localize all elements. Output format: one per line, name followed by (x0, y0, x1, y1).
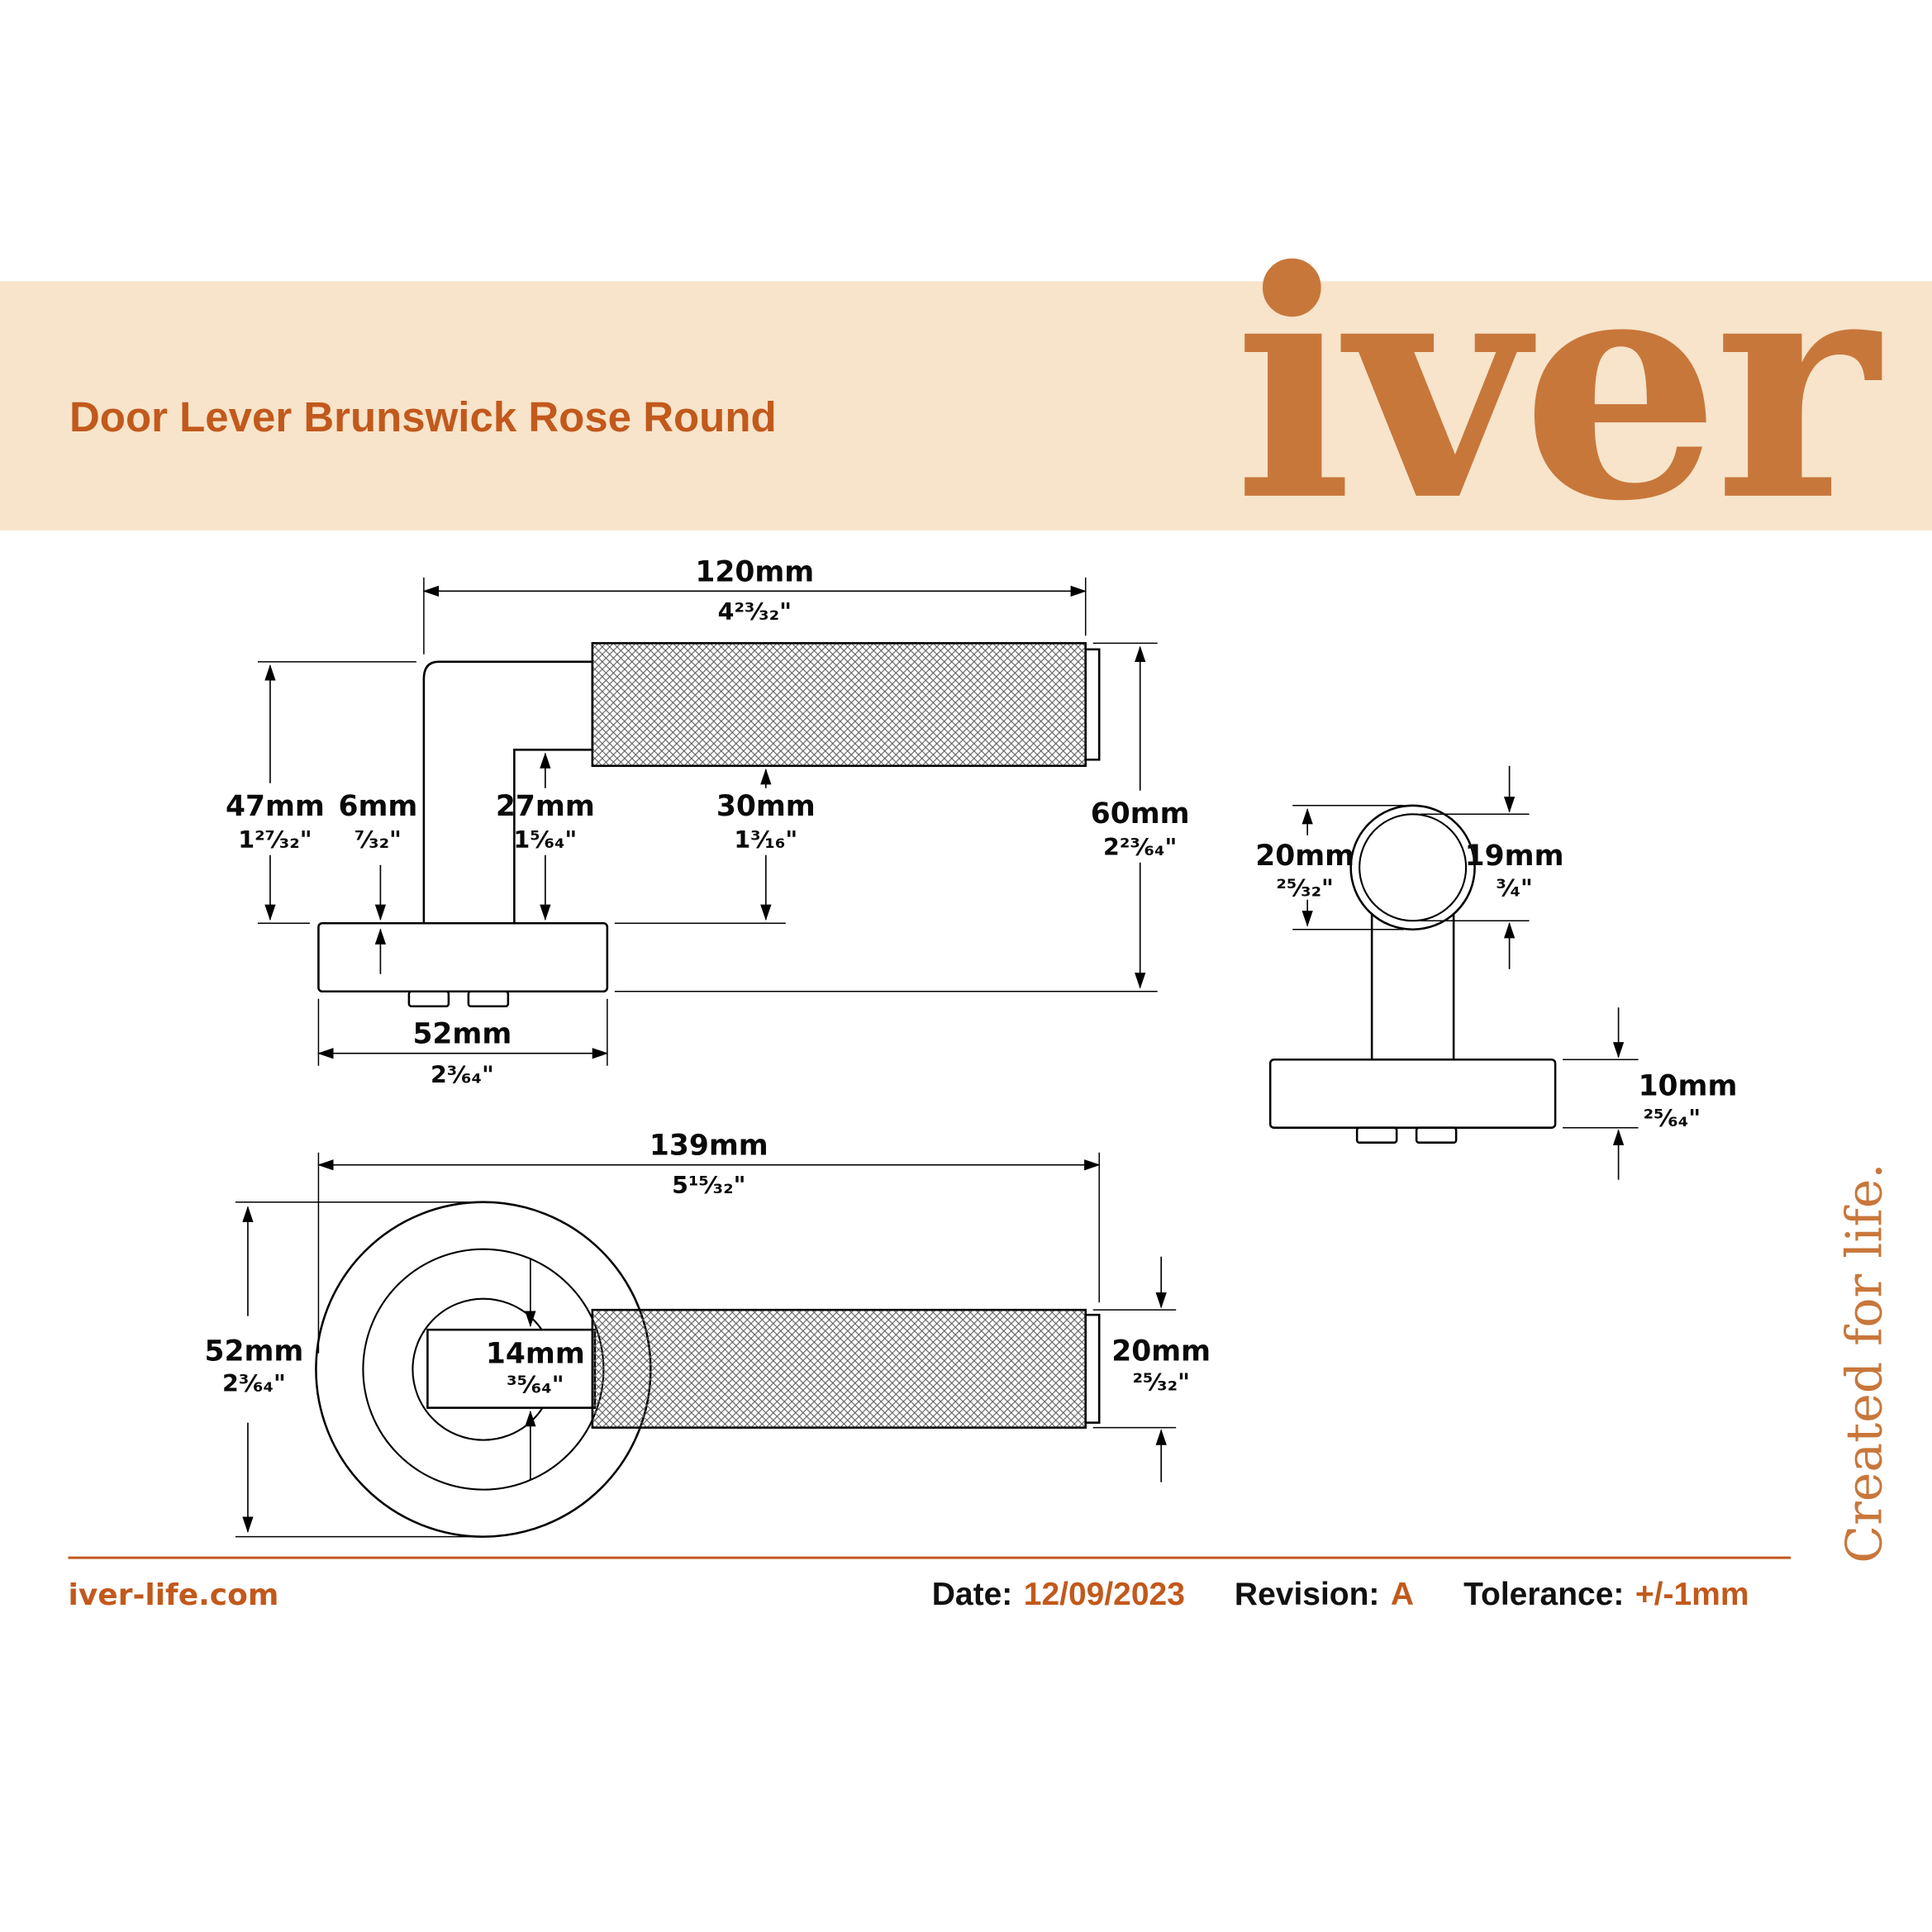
dim-60mm-label: 60mm (1091, 797, 1190, 830)
lever-grip-top (591, 1308, 1087, 1429)
vertical-tagline: Created for life. (1836, 1163, 1894, 1563)
rose-side (317, 921, 609, 993)
date-field: Date: 12/09/2023 (932, 1575, 1185, 1613)
dim-10mm-inches: ²⁵⁄₆₄" (1644, 1105, 1701, 1132)
page-title: Door Lever Brunswick Rose Round (69, 393, 777, 441)
website-link[interactable]: iver-life.com (68, 1577, 279, 1613)
grip-end-front (1349, 804, 1476, 931)
rose-screw-icon (1355, 1126, 1398, 1144)
dim-27mm-inches: 1⁵⁄₆₄" (513, 826, 577, 854)
dim-10mm: 10mm ²⁵⁄₆₄" (1563, 1007, 1738, 1180)
footer-divider (68, 1556, 1792, 1559)
dim-120mm-label: 120mm (695, 555, 814, 588)
grip-end-cap-top (1084, 1313, 1101, 1424)
dim-19mm: 19mm ³⁄₄" (1420, 765, 1564, 969)
front-view: 20mm ²⁵⁄₃₂" 19mm ³⁄₄" 10mm ²⁵⁄₆₄" (1255, 765, 1738, 1180)
lever-grip-side (591, 642, 1087, 768)
dim-19mm-inches: ³⁄₄" (1496, 874, 1533, 902)
side-view: 120mm 4²³⁄₃₂" 47mm 1²⁷⁄₃₂" 6mm ⁷⁄₃₂" (226, 555, 1190, 1088)
dim-52mm-top: 52mm 2³⁄₆₄" (205, 1201, 473, 1538)
dim-14mm-label: 14mm (486, 1338, 585, 1371)
dim-20mm-top: 20mm ²⁵⁄₃₂" (1092, 1256, 1211, 1482)
top-view: 139mm 5¹⁵⁄₃₂" 52mm 2³⁄₆₄" 14mm ³⁵⁄₆₄" (205, 1130, 1211, 1538)
dim-52mm-side: 52mm 2³⁄₆₄" (317, 998, 609, 1089)
dim-14mm-inches: ³⁵⁄₆₄" (507, 1372, 564, 1399)
dim-52mm-side-inches: 2³⁄₆₄" (431, 1062, 494, 1089)
dim-20mm-front-label: 20mm (1255, 840, 1354, 873)
revision-field: Revision: A (1235, 1575, 1414, 1613)
dim-120mm: 120mm 4²³⁄₃₂" (422, 555, 1087, 654)
rose-front (1268, 1058, 1557, 1129)
dim-30mm: 30mm 1³⁄₁₆" (614, 768, 816, 925)
rose-screw-icon (1415, 1126, 1458, 1144)
dim-20mm-top-inches: ²⁵⁄₃₂" (1132, 1369, 1190, 1397)
footer-meta: Date: 12/09/2023 Revision: A Tolerance: … (932, 1575, 1749, 1613)
dim-139mm-inches: 5¹⁵⁄₃₂" (672, 1172, 745, 1199)
dim-27mm: 27mm 1⁵⁄₆₄" (496, 752, 595, 921)
dim-139mm: 139mm 5¹⁵⁄₃₂" (317, 1130, 1101, 1354)
dim-10mm-label: 10mm (1639, 1070, 1738, 1103)
dim-60mm: 60mm 2²³⁄₆₄" (614, 642, 1190, 992)
dim-47mm-label: 47mm (226, 790, 325, 823)
dim-52mm-side-label: 52mm (412, 1018, 512, 1051)
brand-logo: iver (1234, 202, 1878, 570)
rose-screw-icon (467, 990, 510, 1008)
dim-20mm-front-inches: ²⁵⁄₃₂" (1276, 874, 1334, 902)
dim-139mm-label: 139mm (650, 1130, 769, 1163)
dim-6mm-label: 6mm (338, 790, 417, 823)
dim-52mm-top-label: 52mm (205, 1335, 304, 1368)
dim-60mm-inches: 2²³⁄₆₄" (1103, 834, 1177, 861)
dim-52mm-top-inches: 2³⁄₆₄" (222, 1370, 286, 1397)
dim-30mm-inches: 1³⁄₁₆" (734, 826, 797, 854)
grip-end-inner-front (1359, 813, 1468, 922)
dim-27mm-label: 27mm (496, 790, 595, 823)
dim-20mm-front: 20mm ²⁵⁄₃₂" (1255, 805, 1405, 930)
dim-20mm-top-label: 20mm (1111, 1335, 1211, 1368)
lever-neck-top (426, 1328, 597, 1409)
grip-end-cap-side (1084, 648, 1101, 761)
dim-6mm-inches: ⁷⁄₃₂" (355, 826, 402, 854)
dim-120mm-inches: 4²³⁄₃₂" (718, 598, 792, 626)
dim-6mm: 6mm ⁷⁄₃₂" (338, 790, 417, 974)
revision-value: A (1390, 1575, 1415, 1613)
dim-19mm-label: 19mm (1465, 840, 1564, 873)
dim-14mm: 14mm ³⁵⁄₆₄" (486, 1259, 585, 1480)
revision-label: Revision: (1234, 1575, 1380, 1613)
tolerance-label: Tolerance: (1463, 1575, 1625, 1613)
date-value: 12/09/2023 (1023, 1575, 1185, 1613)
rose-screw-icon (407, 990, 450, 1008)
lever-arm-side (422, 660, 594, 925)
date-label: Date: (931, 1575, 1013, 1613)
dim-47mm: 47mm 1²⁷⁄₃₂" (226, 661, 416, 925)
dim-30mm-label: 30mm (716, 790, 816, 823)
tolerance-field: Tolerance: +/-1mm (1463, 1575, 1749, 1613)
header-band (0, 281, 1932, 531)
dim-47mm-inches: 1²⁷⁄₃₂" (238, 826, 312, 854)
tolerance-value: +/-1mm (1635, 1575, 1749, 1613)
